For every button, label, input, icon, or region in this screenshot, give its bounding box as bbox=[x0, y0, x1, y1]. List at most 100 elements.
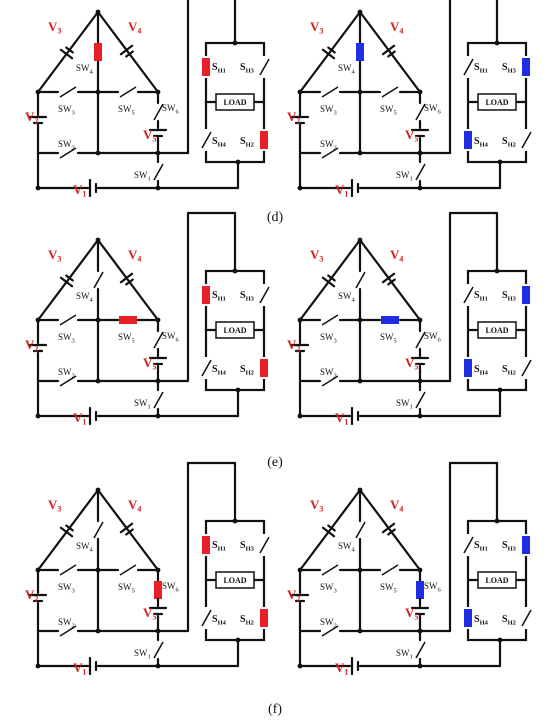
label-v2: V2 bbox=[287, 109, 300, 126]
load-label: LOAD bbox=[223, 98, 246, 107]
battery-v4 bbox=[119, 44, 134, 58]
switch-sw2 bbox=[59, 375, 77, 387]
caption-0: (d) bbox=[267, 210, 284, 225]
label-v5: V5 bbox=[405, 605, 418, 622]
battery-v5 bbox=[410, 128, 430, 138]
junction-dot bbox=[417, 567, 423, 573]
battery-v1 bbox=[88, 656, 98, 676]
label-v3: V3 bbox=[48, 497, 61, 514]
battery-v3 bbox=[321, 524, 336, 538]
junction-dot bbox=[155, 317, 161, 323]
load-label: LOAD bbox=[223, 576, 246, 585]
battery-short-plate bbox=[65, 46, 74, 54]
switch-sw2 bbox=[321, 625, 339, 637]
switch-sw4 bbox=[356, 43, 364, 61]
switch-sw3 bbox=[59, 564, 77, 576]
battery-short-plate bbox=[125, 528, 134, 536]
label-v3: V3 bbox=[310, 19, 323, 36]
battery-v5 bbox=[410, 606, 430, 616]
label-sw2: SW2 bbox=[58, 617, 75, 630]
junction-dot bbox=[155, 150, 161, 156]
label-sh2: SH2 bbox=[502, 364, 516, 377]
switch-sh4 bbox=[464, 359, 472, 377]
junction-dot bbox=[417, 317, 423, 323]
label-v1: V1 bbox=[73, 410, 86, 427]
caption-1: (e) bbox=[267, 455, 283, 470]
battery-long-plate bbox=[321, 526, 336, 538]
battery-v3 bbox=[59, 524, 74, 538]
junction-dot bbox=[95, 237, 101, 243]
switch-sh2 bbox=[521, 131, 532, 149]
wire-right-diagonal bbox=[358, 488, 422, 572]
label-sw5: SW5 bbox=[380, 582, 397, 595]
load-label: LOAD bbox=[485, 98, 508, 107]
switch-sh1 bbox=[202, 286, 210, 304]
label-sw2: SW2 bbox=[58, 367, 75, 380]
switch-sw4 bbox=[93, 521, 104, 539]
battery-v3 bbox=[321, 274, 336, 288]
battery-v4 bbox=[381, 522, 396, 536]
label-v2: V2 bbox=[287, 587, 300, 604]
battery-long-plate bbox=[119, 522, 134, 534]
load-box bbox=[215, 571, 255, 589]
label-sw6: SW6 bbox=[424, 331, 442, 344]
switch-sh3 bbox=[259, 536, 270, 554]
junction-dot bbox=[417, 663, 423, 669]
switch-sw3 bbox=[321, 314, 339, 326]
battery-short-plate bbox=[327, 46, 336, 54]
label-sw4: SW4 bbox=[76, 541, 94, 554]
label-sh4: SH4 bbox=[474, 614, 489, 627]
label-sw6: SW6 bbox=[424, 581, 442, 594]
junction-dot bbox=[35, 663, 41, 669]
label-sh4: SH4 bbox=[212, 136, 227, 149]
label-sh2: SH2 bbox=[240, 364, 254, 377]
switch-sw6 bbox=[415, 331, 426, 349]
battery-short-plate bbox=[327, 274, 336, 282]
caption-2: (f) bbox=[268, 702, 282, 717]
battery-v4 bbox=[381, 272, 396, 286]
battery-v2 bbox=[290, 115, 310, 125]
label-sh4: SH4 bbox=[212, 364, 227, 377]
label-sh1: SH1 bbox=[212, 62, 226, 75]
label-sw1: SW1 bbox=[396, 398, 413, 411]
battery-gap bbox=[150, 357, 166, 365]
junction-dot bbox=[232, 518, 238, 524]
junction-dot bbox=[95, 317, 101, 323]
switch-sw2 bbox=[321, 375, 339, 387]
junction-dot bbox=[417, 628, 423, 634]
battery-gap bbox=[412, 357, 428, 365]
label-sh2: SH2 bbox=[502, 614, 516, 627]
load-box bbox=[215, 93, 255, 111]
battery-v1 bbox=[88, 406, 98, 426]
switch-sw3 bbox=[59, 86, 77, 98]
switch-sw3 bbox=[321, 86, 339, 98]
switch-sw2 bbox=[59, 625, 77, 637]
label-sh2: SH2 bbox=[240, 136, 254, 149]
junction-dot bbox=[95, 487, 101, 493]
junction-dot bbox=[155, 663, 161, 669]
battery-v1 bbox=[350, 406, 360, 426]
junction-dot bbox=[297, 567, 303, 573]
battery-gap bbox=[30, 344, 46, 352]
switch-sh1 bbox=[202, 58, 210, 76]
label-v4: V4 bbox=[128, 497, 141, 514]
junction-dot bbox=[95, 378, 101, 384]
battery-v3 bbox=[59, 46, 74, 60]
label-v5: V5 bbox=[405, 355, 418, 372]
battery-gap bbox=[30, 116, 46, 124]
label-sh1: SH1 bbox=[474, 290, 488, 303]
junction-dot bbox=[417, 89, 423, 95]
label-sh2: SH2 bbox=[502, 136, 516, 149]
label-v1: V1 bbox=[73, 660, 86, 677]
switch-sw1 bbox=[415, 641, 426, 659]
switch-sh1 bbox=[202, 536, 210, 554]
label-sh4: SH4 bbox=[474, 136, 489, 149]
label-sh1: SH1 bbox=[212, 290, 226, 303]
switch-sh3 bbox=[522, 536, 530, 554]
label-sw4: SW4 bbox=[338, 63, 356, 76]
label-sh3: SH3 bbox=[502, 290, 517, 303]
load-box bbox=[477, 571, 517, 589]
label-v3: V3 bbox=[310, 247, 323, 264]
battery-v2 bbox=[28, 343, 48, 353]
